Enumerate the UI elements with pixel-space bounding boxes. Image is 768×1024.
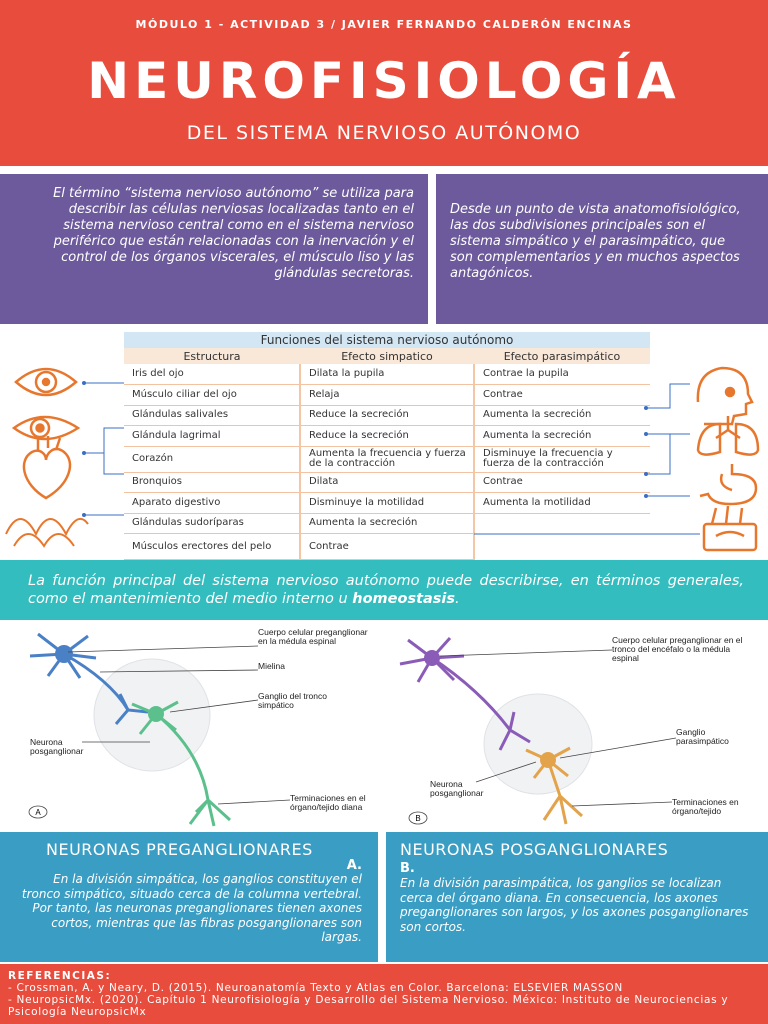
functions-table-section: Funciones del sistema nervioso autónomo … xyxy=(0,324,768,560)
table-header-sympathetic: Efecto simpatico xyxy=(300,348,474,364)
table-cell-sympathetic: Dilata xyxy=(299,472,475,493)
ganglion-cell-b xyxy=(540,752,556,768)
preganglionic-neuron-a xyxy=(29,632,149,725)
cell-body-a xyxy=(55,645,73,663)
page-subtitle: DEL SISTEMA NERVIOSO AUTÓNOMO xyxy=(186,122,582,144)
table-cell-structure: Bronquios xyxy=(124,472,300,493)
table-cell-structure: Músculo ciliar del ojo xyxy=(124,384,300,406)
table-header-row: Estructura Efecto simpatico Efecto paras… xyxy=(124,348,650,364)
table-cell-sympathetic: Disminuye la motilidad xyxy=(299,492,475,514)
header-banner: MÓDULO 1 - ACTIVIDAD 3 / JAVIER FERNANDO… xyxy=(0,0,768,166)
table-header-structure: Estructura xyxy=(124,348,300,364)
table-cell-sympathetic: Contrae xyxy=(299,533,475,560)
postganglionic-neuron-b xyxy=(525,746,584,825)
homeostasis-text: La función principal del sistema nervios… xyxy=(28,573,744,607)
label-endings-a: Terminaciones en el órgano/tejido diana xyxy=(290,794,366,812)
page-title: NEUROFISIOLOGÍA xyxy=(87,52,681,110)
reference-item: - Crossman, A. y Neary, D. (2015). Neuro… xyxy=(8,982,623,994)
table-cell-structure: Aparato digestivo xyxy=(124,492,300,514)
table-cell-sympathetic: Aumenta la secreción xyxy=(299,513,475,534)
table-row: Corazón Aumenta la frecuencia y fuerza d… xyxy=(124,446,650,473)
table-cell-structure: Músculos erectores del pelo xyxy=(124,533,300,560)
diagram-b: Cuerpo celular preganglionar en el tronc… xyxy=(399,636,743,825)
card-b-text: En la división parasimpática, los gangli… xyxy=(400,876,749,934)
table-cell-sympathetic: Dilata la pupila xyxy=(299,364,475,385)
table-cell-parasympathetic: Contrae xyxy=(474,472,650,493)
label-neuron-b: Neurona posganglionar xyxy=(430,780,484,798)
cell-body-b xyxy=(424,650,440,666)
letter-b: B xyxy=(415,814,420,823)
neuron-diagram-svg: Cuerpo celular preganglionar en la médul… xyxy=(28,628,743,827)
card-a-text: En la división simpática, los ganglios c… xyxy=(21,872,362,944)
table-cell-sympathetic: Reduce la secreción xyxy=(299,405,475,426)
label-ganglion-b: Ganglio parasimpático xyxy=(676,728,729,746)
label-cell-b: Cuerpo celular preganglionar en el tronc… xyxy=(612,636,743,663)
label-neuron-a: Neurona posganglionar xyxy=(30,738,84,756)
intro-section: El término “sistema nervioso autónomo” s… xyxy=(0,174,768,324)
table-row: Bronquios Dilata Contrae xyxy=(124,472,650,493)
table-cell-parasympathetic: Aumenta la motilidad xyxy=(474,492,650,514)
eye-icon xyxy=(14,367,78,397)
card-b-title: NEURONAS POSGANGLIONARES xyxy=(400,840,669,859)
table-cell-sympathetic: Aumenta la frecuencia y fuerza de la con… xyxy=(299,446,475,473)
module-line: MÓDULO 1 - ACTIVIDAD 3 / JAVIER FERNANDO… xyxy=(135,18,633,31)
label-ganglion-a: Ganglio del tronco simpático xyxy=(258,692,327,710)
table-cell-structure: Iris del ojo xyxy=(124,364,300,385)
table-cell-sympathetic: Reduce la secreción xyxy=(299,425,475,447)
card-preganglionic: NEURONAS PREGANGLIONARES A. En la divisi… xyxy=(0,832,378,962)
table-cell-parasympathetic: Contrae la pupila xyxy=(474,364,650,385)
functions-table: Funciones del sistema nervioso autónomo … xyxy=(124,332,650,560)
heart-icon xyxy=(22,436,72,500)
table-cell-parasympathetic xyxy=(474,534,650,560)
reference-item: - NeuropsicMx. (2020). Capítulo 1 Neurof… xyxy=(8,994,729,1018)
homeostasis-banner: La función principal del sistema nervios… xyxy=(0,560,768,620)
postganglionic-neuron-a xyxy=(131,700,232,827)
lungs-icon xyxy=(696,416,760,456)
card-posganglionic: NEURONAS POSGANGLIONARES B. En la divisi… xyxy=(386,832,768,962)
card-a-tag: A. xyxy=(346,858,362,873)
hair-follicle-icon xyxy=(702,505,758,552)
table-cell-sympathetic: Relaja xyxy=(299,384,475,406)
ganglion-cell-a xyxy=(148,706,164,722)
eye-side-icon xyxy=(11,415,81,441)
table-row: Glándulas sudoríparas Aumenta la secreci… xyxy=(124,513,650,534)
intro-left-text: El término “sistema nervioso autónomo” s… xyxy=(0,174,428,324)
stomach-icon xyxy=(699,464,758,506)
label-cell-a: Cuerpo celular preganglionar en la médul… xyxy=(258,628,368,646)
table-header-parasympathetic: Efecto parasimpático xyxy=(474,348,650,364)
table-title: Funciones del sistema nervioso autónomo xyxy=(124,332,650,348)
table-cell-structure: Glándula lagrimal xyxy=(124,425,300,447)
letter-a: A xyxy=(35,808,41,817)
skin-glands-icon xyxy=(5,517,89,548)
table-row: Músculo ciliar del ojo Relaja Contrae xyxy=(124,384,650,406)
card-b-tag: B. xyxy=(400,861,415,876)
references-heading: REFERENCIAS: xyxy=(8,970,112,982)
table-cell-structure: Corazón xyxy=(124,446,300,473)
neuron-cards: NEURONAS PREGANGLIONARES A. En la divisi… xyxy=(0,832,768,962)
table-row: Glándula lagrimal Reduce la secreción Au… xyxy=(124,425,650,447)
table-row: Iris del ojo Dilata la pupila Contrae la… xyxy=(124,364,650,385)
references-section: REFERENCIAS: - Crossman, A. y Neary, D. … xyxy=(0,964,768,1024)
head-saliva-icon xyxy=(696,366,754,426)
intro-right-text: Desde un punto de vista anatomofisiológi… xyxy=(436,174,768,324)
table-row: Glándulas salivales Reduce la secreción … xyxy=(124,405,650,426)
table-cell-parasympathetic xyxy=(474,513,650,534)
label-myelin-a: Mielina xyxy=(258,662,285,671)
homeostasis-keyword: homeostasis xyxy=(352,591,456,607)
neuron-diagrams: Cuerpo celular preganglionar en la médul… xyxy=(0,620,768,832)
table-cell-parasympathetic: Aumenta la secreción xyxy=(474,425,650,447)
table-cell-parasympathetic: Disminuye la frecuencia y fuerza de la c… xyxy=(474,446,650,473)
table-cell-parasympathetic: Contrae xyxy=(474,384,650,406)
preganglionic-neuron-b xyxy=(399,636,531,751)
table-cell-structure: Glándulas sudoríparas xyxy=(124,513,300,534)
card-a-title: NEURONAS PREGANGLIONARES xyxy=(46,840,313,859)
table-row: Aparato digestivo Disminuye la motilidad… xyxy=(124,492,650,514)
label-endings-b: Terminaciones en órgano/tejido xyxy=(672,798,739,816)
table-cell-parasympathetic: Aumenta la secreción xyxy=(474,405,650,426)
diagram-a: Cuerpo celular preganglionar en la médul… xyxy=(28,628,368,827)
table-row: Músculos erectores del pelo Contrae xyxy=(124,533,650,560)
homeostasis-end: . xyxy=(455,591,460,607)
table-cell-structure: Glándulas salivales xyxy=(124,405,300,426)
ganglion-area-b xyxy=(483,693,593,795)
